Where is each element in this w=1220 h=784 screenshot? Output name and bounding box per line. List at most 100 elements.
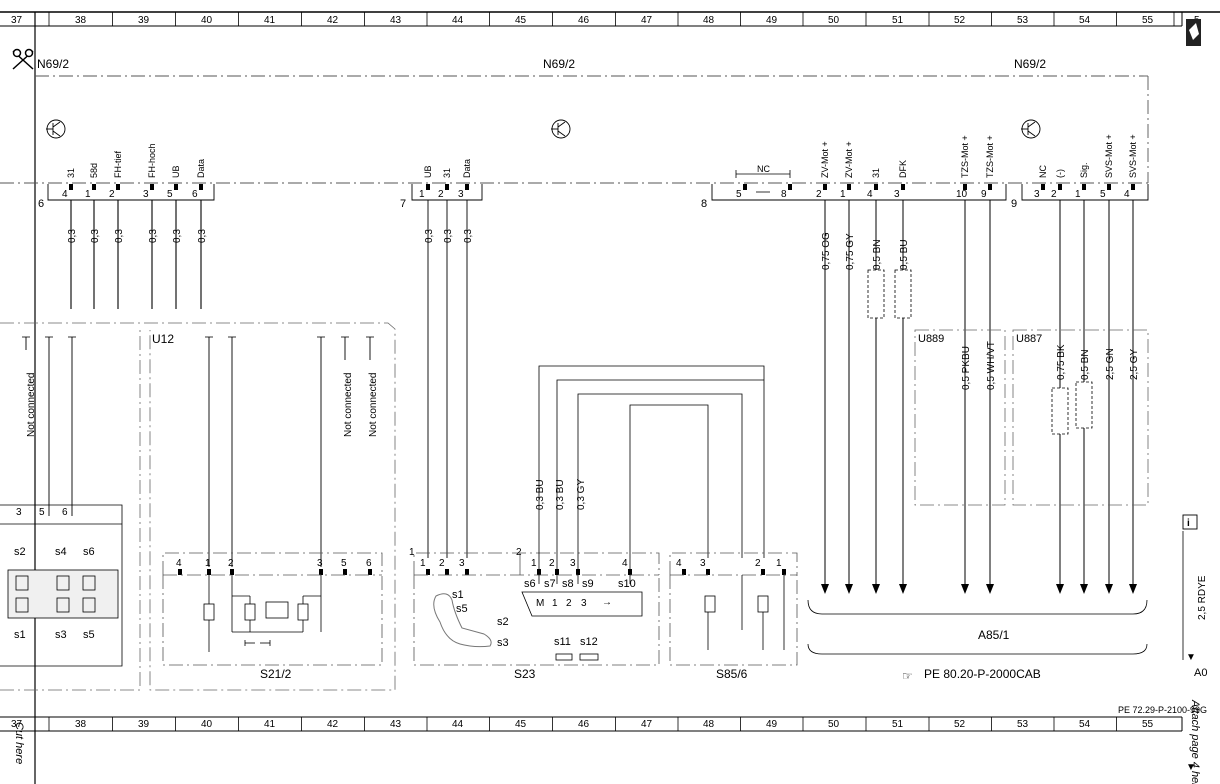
c6-gauge: 0,3	[172, 229, 183, 243]
grid-number-bottom: 46	[578, 719, 590, 730]
c9-signal: SVS-Mot +	[1104, 134, 1114, 178]
arrowheads	[821, 584, 1137, 594]
grid-number-bottom: 43	[390, 719, 402, 730]
grid-number-bottom: 49	[766, 719, 778, 730]
c9-pin-number: 4	[1124, 189, 1130, 200]
wire-bundle-c7	[427, 200, 468, 558]
c6-pin-terminal	[174, 184, 178, 190]
c6-gauge: 0,3	[114, 229, 125, 243]
scissors-icon	[12, 48, 34, 70]
left-s4: s4	[55, 546, 67, 558]
u887-label: U887	[1016, 333, 1042, 345]
s23-keypad-label: M	[536, 598, 544, 609]
c8-pin-number: 3	[894, 189, 900, 200]
c6-signal: Data	[196, 159, 206, 178]
wire-bundle-c6	[70, 200, 202, 309]
u12-outline	[0, 322, 396, 691]
s85-switch	[669, 552, 798, 666]
c8b-pin-number: 9	[981, 189, 987, 200]
s21-pin-number: 3	[317, 558, 323, 569]
c6-signal: FH-hoch	[147, 143, 157, 178]
c8-pin-number: 5	[736, 189, 742, 200]
c9-pin-number: 1	[1075, 189, 1081, 200]
s85-pin-terminal	[706, 569, 710, 575]
s21-pin-number: 1	[205, 558, 211, 569]
c8b-signal: TZS-Mot +	[960, 135, 970, 178]
c8-gauge: 0,5 BU	[899, 239, 910, 270]
connector-9-box	[1021, 184, 1149, 201]
s23-wire-3: 0,3 GY	[576, 479, 587, 510]
seat-s3: s3	[497, 637, 509, 649]
c8-signal: ZV-Mot +	[820, 141, 830, 178]
s85-pin-terminal	[682, 569, 686, 575]
c8-pin-terminal	[847, 184, 851, 190]
u887-wire: 0,5 BN	[1080, 349, 1091, 380]
c8-pin-terminal	[788, 184, 792, 190]
u12-label: U12	[152, 332, 174, 346]
s23-pin-number: 3	[459, 558, 465, 569]
s23-arrow-icon: →	[602, 597, 612, 608]
s23-pin-number: 2	[549, 558, 555, 569]
c8-pin-terminal	[874, 184, 878, 190]
c6-pin-terminal	[150, 184, 154, 190]
a85-label: A85/1	[978, 628, 1010, 642]
grid-number-top: 48	[703, 15, 715, 26]
connector-8-box	[711, 184, 1007, 201]
s21-pin-terminal	[368, 569, 372, 575]
c6-pin-terminal	[69, 184, 73, 190]
c8-signal: ZV-Mot +	[844, 141, 854, 178]
grid-number-bottom: 42	[327, 719, 339, 730]
c7-pin-terminal	[426, 184, 430, 190]
label-n69-mid: N69/2	[543, 57, 575, 71]
s21-pin-terminal	[343, 569, 347, 575]
side-a0-label: A0	[1194, 667, 1207, 679]
s23-wire-2: 0,3 BU	[555, 479, 566, 510]
c6-pin-terminal	[92, 184, 96, 190]
side-wire-label: 2,5 RDYE	[1197, 575, 1208, 620]
grid-number-bottom: 51	[892, 719, 904, 730]
c9-pin-terminal	[1082, 184, 1086, 190]
u887-wire: 2,5 GN	[1105, 348, 1116, 380]
pointing-hand-icon: ☞	[902, 669, 913, 683]
s23-label: S23	[514, 667, 536, 681]
c8b-signal: TZS-Mot +	[985, 135, 995, 178]
s21-pin-terminal	[178, 569, 182, 575]
grid-number-bottom: 39	[138, 719, 150, 730]
wire-bundle-c8	[824, 200, 1134, 584]
left-pin-3: 3	[16, 507, 22, 518]
u889-wire: 0,5 PKBU	[961, 346, 972, 390]
document-reference: PE 72.29-P-2100-99G	[1118, 705, 1207, 715]
s21-pin-number: 4	[176, 558, 182, 569]
s23-pin-number: 1	[531, 558, 537, 569]
c6-pin-terminal	[199, 184, 203, 190]
grid-number-bottom: 54	[1079, 719, 1091, 730]
grid-number-top: 55	[1142, 15, 1154, 26]
grid-number-bottom: 55	[1142, 719, 1154, 730]
grid-number-top: 54	[1079, 15, 1091, 26]
left-s6: s6	[83, 546, 95, 558]
nc-label: NC	[757, 164, 770, 174]
left-s1: s1	[14, 629, 26, 641]
s23-keypad-label: 3	[581, 598, 587, 609]
left-switch-block	[0, 504, 123, 667]
c6-gauge: 0,3	[197, 229, 208, 243]
s85-pin-number: 4	[676, 558, 682, 569]
label-n69-left: N69/2	[37, 57, 69, 71]
s23-keypad	[521, 558, 643, 661]
c8-pin-terminal	[823, 184, 827, 190]
s23-keypad-label: 2	[566, 598, 572, 609]
grid-frame	[0, 11, 1220, 784]
c7-pin-number: 2	[438, 189, 444, 200]
grid-number-top: 37	[11, 15, 23, 26]
transistor-icon	[1021, 119, 1041, 139]
s85-pin-number: 1	[776, 558, 782, 569]
c8-signal: DFK	[898, 160, 908, 178]
u887-wire: 0,75 BK	[1056, 344, 1067, 380]
s23-pin-terminal	[465, 569, 469, 575]
c9-pin-number: 2	[1051, 189, 1057, 200]
s85-pin-number: 2	[755, 558, 761, 569]
c6-signal: UB	[171, 165, 181, 178]
s21-pin-number: 5	[341, 558, 347, 569]
s21-pin-terminal	[319, 569, 323, 575]
s21-pin-terminal	[207, 569, 211, 575]
